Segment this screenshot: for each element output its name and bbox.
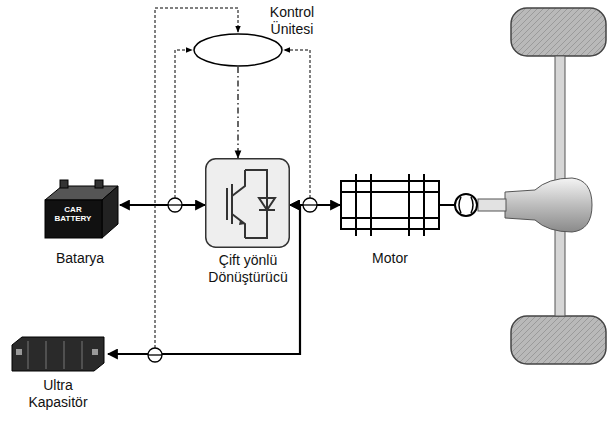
- node-label: Çift yönlü Dönüştürücü: [193, 252, 303, 286]
- differential: [505, 178, 592, 232]
- current-sensor-mark: [303, 204, 317, 205]
- current-sensor: [303, 198, 317, 212]
- ultracapacitor: Ultra Kapasitör: [8, 335, 108, 373]
- power-line: [120, 204, 205, 206]
- drive-shaft: [478, 199, 506, 211]
- control-unit-outline: [193, 33, 283, 67]
- sensor-signal-line: [175, 50, 192, 198]
- converter-box-outline: [205, 158, 290, 248]
- current-sensor: [148, 348, 162, 362]
- ultracapacitor-outline: [8, 335, 108, 373]
- motor-outline: [340, 180, 440, 230]
- current-sensor: [168, 198, 182, 212]
- battery-brand: CAR BATTERY: [47, 205, 99, 223]
- wheel: [511, 8, 606, 56]
- coupling-joint: [459, 197, 473, 213]
- control-signal-line: [237, 67, 238, 158]
- control-unit: Kontrol Ünitesi: [193, 33, 283, 67]
- motor-shaft: [440, 204, 455, 206]
- node-label: Motor: [340, 250, 440, 267]
- node-label: Ultra Kapasitör: [13, 377, 103, 411]
- wheel: [511, 316, 606, 364]
- motor: Motor: [340, 180, 440, 230]
- current-sensor-mark: [168, 204, 182, 205]
- node-label: Batarya: [30, 250, 130, 267]
- converter-box: Çift yönlü Dönüştürücü: [205, 158, 290, 248]
- current-sensor-mark: [148, 354, 162, 355]
- node-label: Kontrol Ünitesi: [262, 4, 322, 38]
- coupling: [455, 194, 477, 216]
